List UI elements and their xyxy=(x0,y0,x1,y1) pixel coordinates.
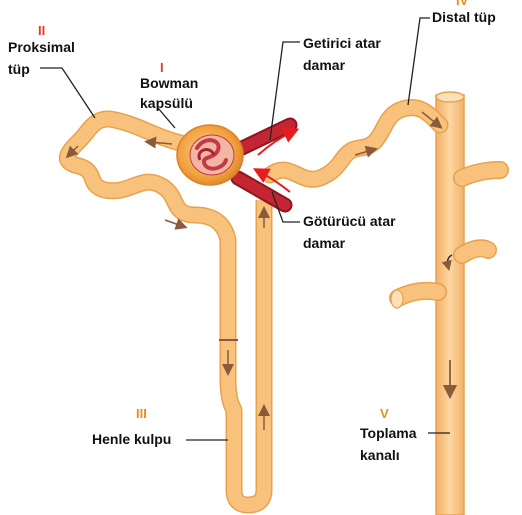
bowman-label-line1: Bowman xyxy=(140,75,198,91)
bowman-label-line2: kapsülü xyxy=(140,95,193,111)
bowman-number: I xyxy=(160,60,164,75)
distal-number: IV xyxy=(456,0,469,8)
collecting-label-line2: kanalı xyxy=(360,447,400,463)
afferent-label-line1: Getirici atar xyxy=(303,35,381,51)
efferent-label-line2: damar xyxy=(303,235,346,251)
efferent-label-line1: Götürücü atar xyxy=(303,213,396,229)
collecting-duct xyxy=(391,92,500,515)
collecting-number: V xyxy=(380,406,389,421)
distal-label: Distal tüp xyxy=(432,9,496,25)
distal-tubule xyxy=(270,108,440,180)
loop-of-henle xyxy=(219,200,264,505)
henle-number: III xyxy=(136,406,147,421)
proximal-label-line1: Proksimal xyxy=(8,39,75,55)
leader-lines xyxy=(40,18,450,440)
proximal-label-line2: tüp xyxy=(8,61,30,77)
proximal-number: II xyxy=(38,23,45,38)
afferent-label-line2: damar xyxy=(303,57,346,73)
bowman-capsule xyxy=(177,125,243,185)
henle-label: Henle kulpu xyxy=(92,431,171,447)
collecting-label-line1: Toplama xyxy=(360,425,417,441)
